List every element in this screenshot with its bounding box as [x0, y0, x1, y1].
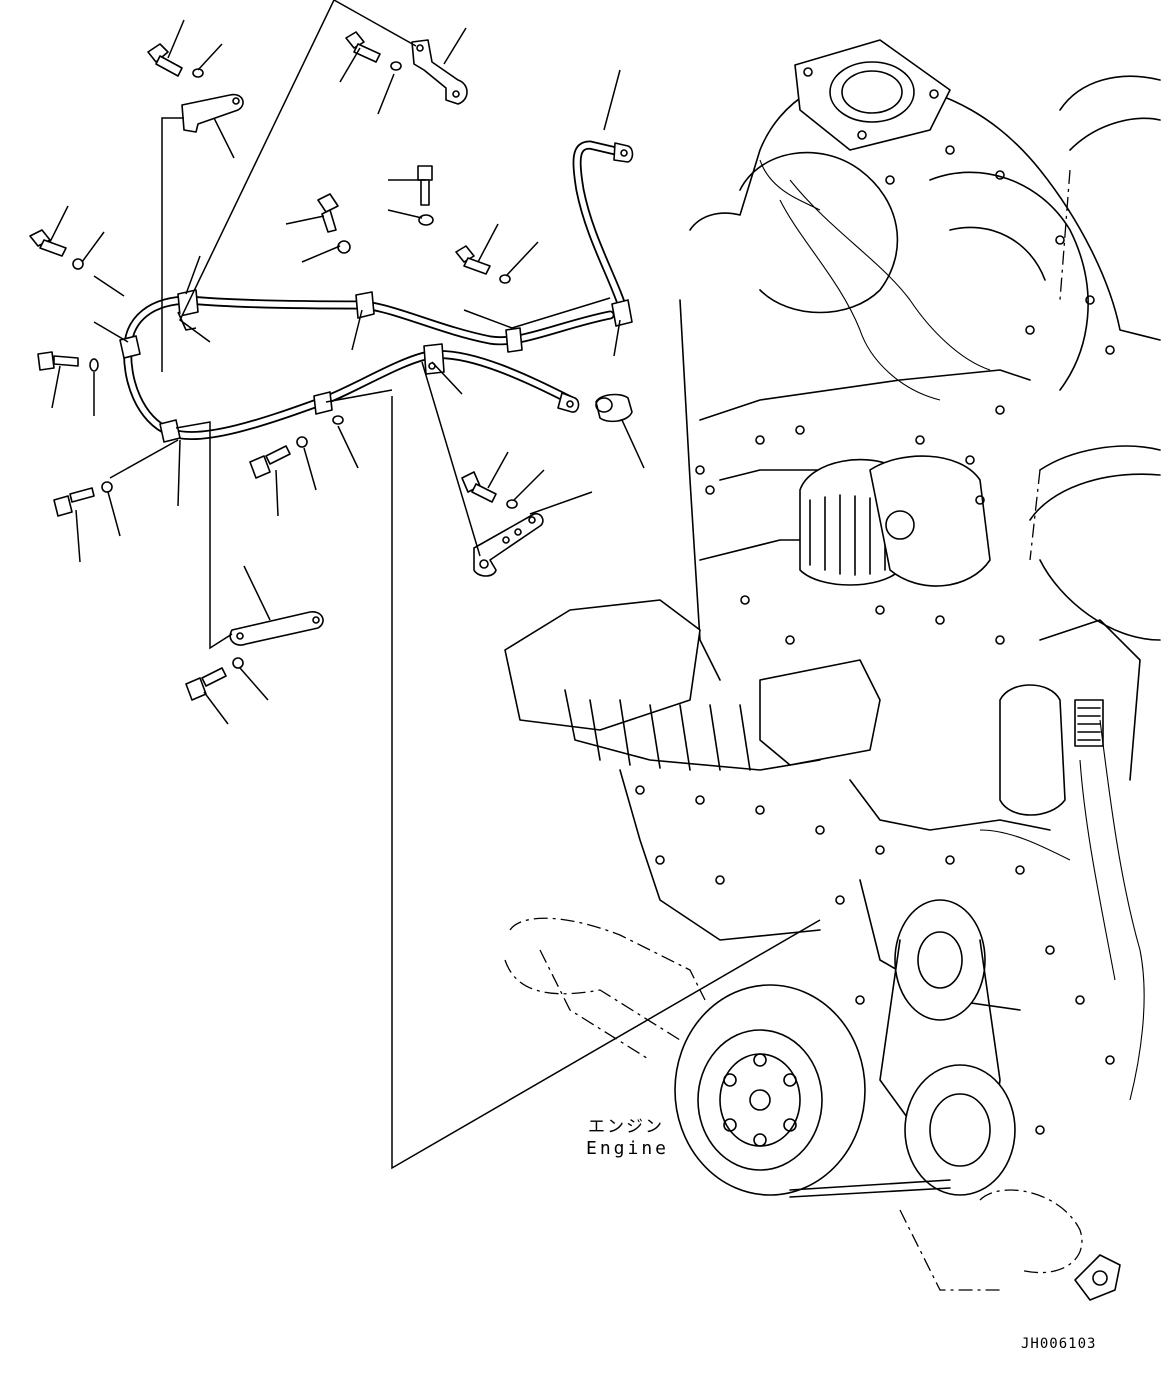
washer-11 [506, 499, 518, 509]
bolt-11 [185, 667, 227, 701]
washer-9 [296, 436, 308, 448]
washer-8 [101, 481, 113, 493]
engine-label-japanese: エンジン [588, 1117, 664, 1137]
washer-5 [72, 258, 84, 270]
washer-4 [337, 240, 351, 254]
bolt-5 [29, 229, 67, 257]
hose-assembly [119, 140, 634, 443]
drawing-number: JH006103 [1021, 1336, 1097, 1352]
washer-2 [390, 61, 402, 71]
washer-12 [232, 657, 244, 669]
bolt-2 [345, 31, 381, 63]
washer-7 [89, 358, 99, 372]
bolts-and-washers [29, 31, 518, 701]
washer-1 [192, 68, 204, 78]
bolt-1 [147, 43, 183, 77]
brackets [181, 39, 544, 646]
bolt-9 [249, 445, 291, 479]
engine-bolts [635, 145, 1115, 1135]
engine-label-english: Engine [586, 1138, 670, 1159]
bolt-7 [37, 351, 79, 371]
bolt-6 [455, 245, 491, 275]
leader-lines [49, 0, 821, 1170]
washer-6 [499, 274, 511, 284]
bolt-3 [417, 165, 433, 206]
bolt-10 [461, 471, 497, 503]
engine-drawing [504, 39, 1161, 1301]
washer-3 [418, 214, 434, 226]
bolt-8 [53, 487, 95, 517]
bolt-4 [317, 193, 339, 233]
washer-10 [332, 415, 344, 425]
